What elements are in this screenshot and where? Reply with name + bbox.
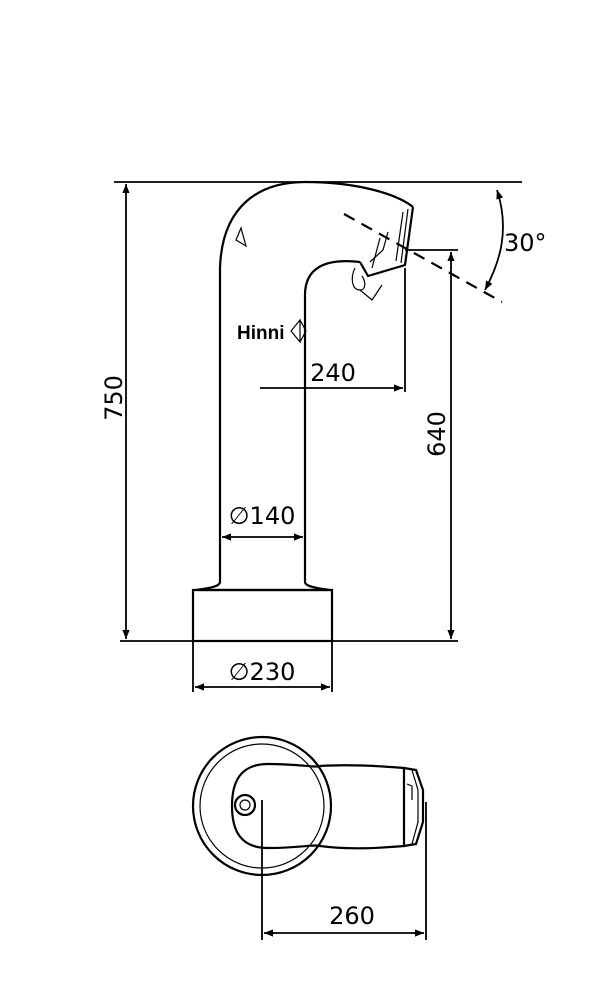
tilt-angle-label: 30°: [504, 229, 547, 257]
hinni-logo: Hinni: [237, 323, 285, 344]
top-head-detail: [406, 783, 413, 800]
spout-opening-inner: [239, 799, 251, 811]
base-diameter-label: ∅230: [229, 658, 296, 686]
tilt-angle-arc: [484, 189, 504, 291]
spout-opening-outer: [233, 793, 257, 817]
reach-label: 240: [310, 359, 356, 387]
tilt-axis-dashed-line: [343, 213, 503, 303]
top-head-ring: [411, 769, 419, 845]
top-arm-body: [230, 762, 406, 850]
logo-emblem: [290, 318, 307, 344]
shower-head: [351, 206, 415, 301]
base-block: [191, 588, 334, 643]
column-inner-contour: [303, 260, 361, 582]
column-flare: [195, 581, 331, 592]
top-view: 260: [191, 735, 427, 940]
column-diameter-label: ∅140: [229, 502, 296, 530]
top-head-face: [403, 766, 425, 848]
side-view: Hinni 750 640 240 ∅140 ∅230 30°: [100, 180, 547, 692]
back-nozzle: [235, 226, 247, 248]
spout-height-label: 640: [423, 411, 451, 457]
top-reach-label: 260: [329, 902, 375, 930]
overall-height-label: 750: [100, 375, 128, 421]
